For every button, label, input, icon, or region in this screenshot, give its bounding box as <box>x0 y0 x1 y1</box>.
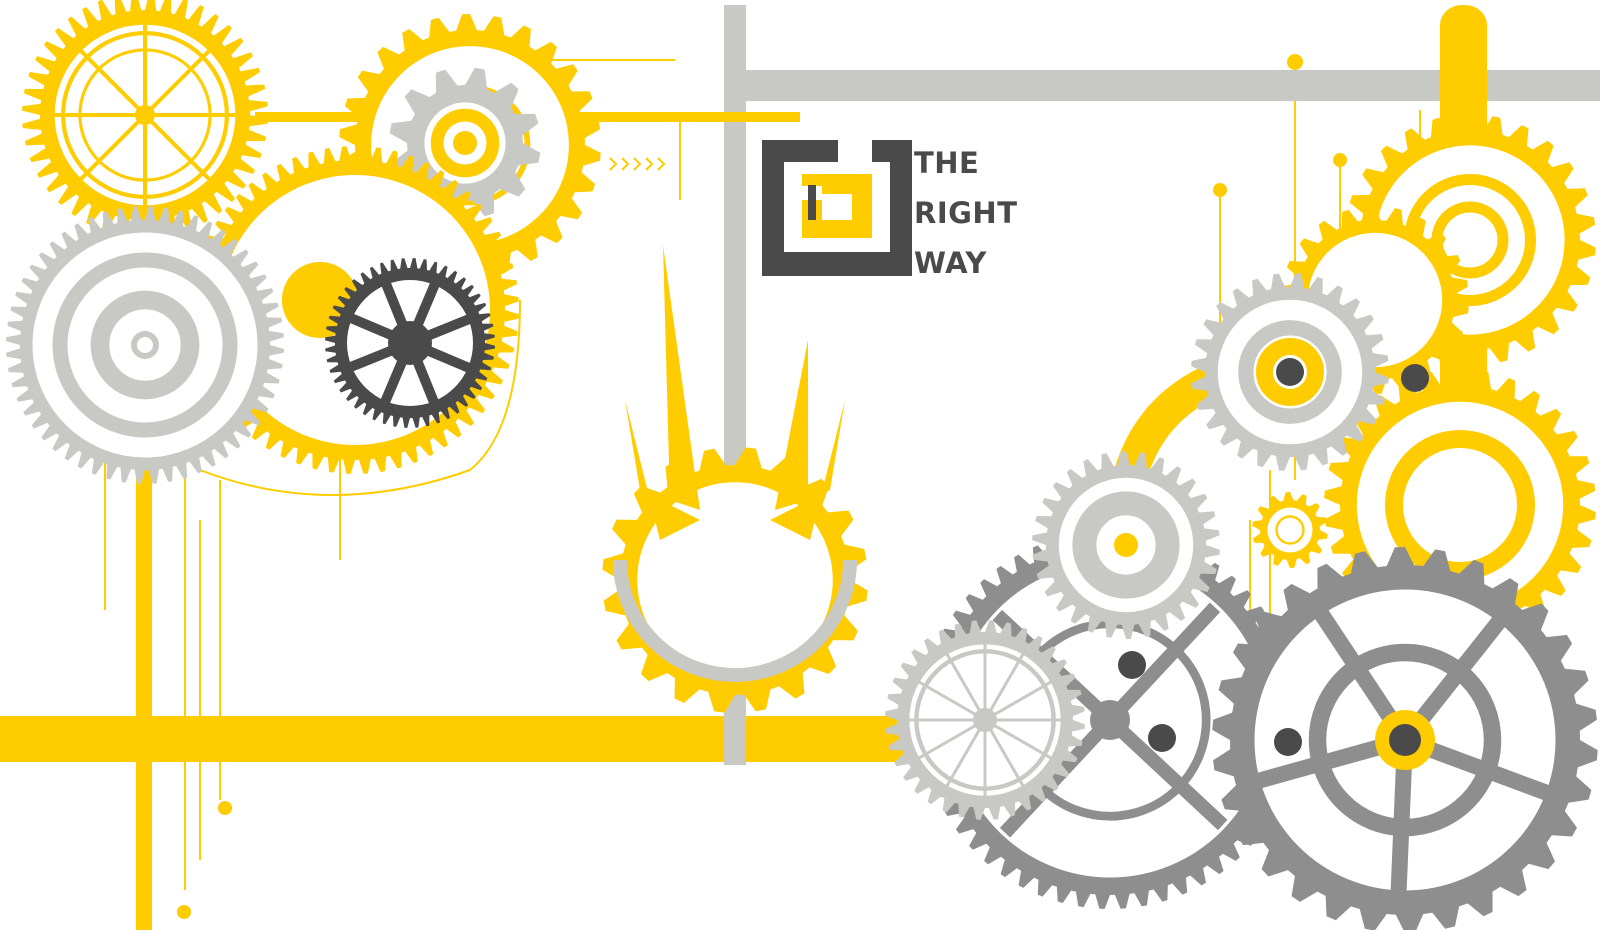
brand-line-3: WAY <box>914 246 987 280</box>
brand-wordmark: THE RIGHT WAY <box>774 138 1017 288</box>
gear-icon <box>6 206 284 484</box>
gear-icon <box>1252 492 1328 568</box>
gear-icon <box>1212 547 1598 930</box>
circuit-dots <box>177 54 1347 919</box>
brand-line-2: RIGHT <box>914 196 1018 230</box>
brand-line-1: THE <box>914 146 980 180</box>
gear-icon <box>1191 273 1389 471</box>
rivet-icon <box>1274 728 1302 756</box>
gear-icon <box>325 258 495 428</box>
nested-squares-logo-icon <box>762 140 912 276</box>
rivet-icon <box>1148 724 1176 752</box>
gear-icon <box>22 0 268 238</box>
brand-title: THE RIGHT WAY <box>760 138 1017 288</box>
rivet-icon <box>1118 651 1146 679</box>
rivet-icon <box>1401 364 1429 392</box>
gear-icon <box>1032 451 1220 639</box>
gear-icon <box>885 620 1085 820</box>
gear-group <box>6 0 1598 930</box>
claw-gear <box>613 245 857 682</box>
arrow-chevrons <box>609 157 666 171</box>
